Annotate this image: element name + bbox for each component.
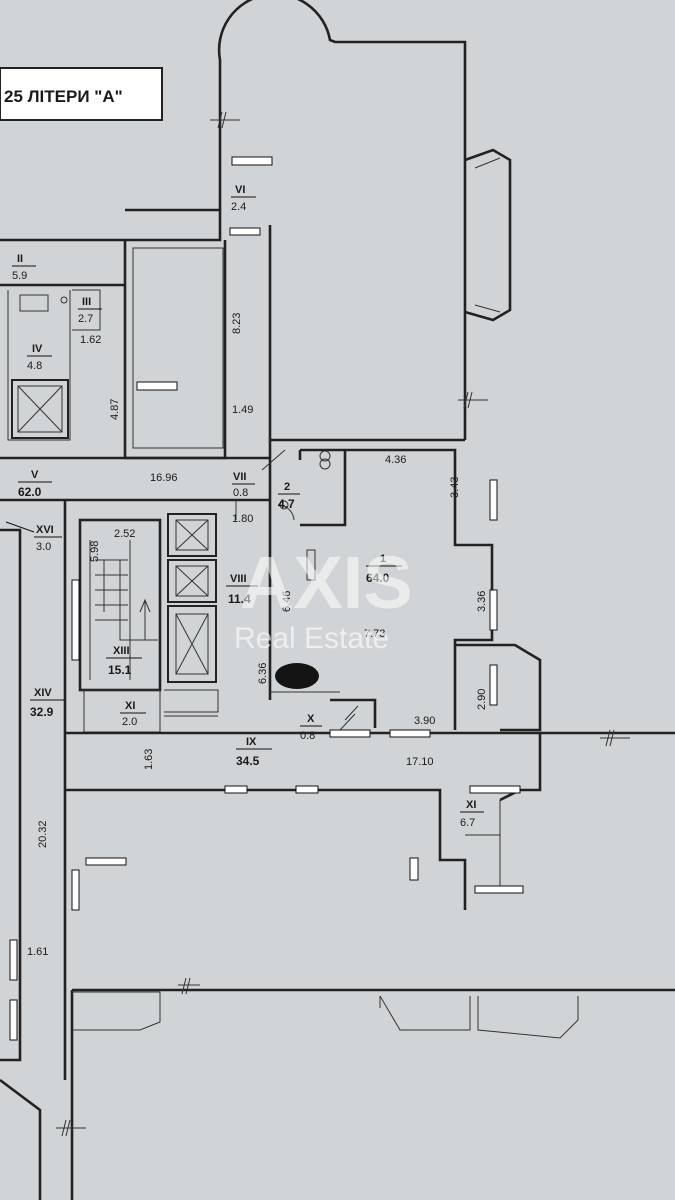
svg-text:VII: VII [233, 471, 246, 483]
title-box: 25 ЛІТЕРИ "А" [0, 67, 163, 121]
svg-text:V: V [31, 469, 39, 481]
svg-text:2.7: 2.7 [78, 313, 93, 325]
room-label-v: V 62.0 [18, 469, 52, 499]
svg-text:3.0: 3.0 [36, 541, 51, 553]
svg-text:XIV: XIV [34, 687, 52, 699]
dim-20-32: 20.32 [37, 820, 49, 848]
dim-4-36: 4.36 [385, 454, 406, 466]
svg-text:XI: XI [466, 799, 476, 811]
room-label-xiii: XIII 15.1 [106, 645, 142, 677]
svg-text:0.8: 0.8 [233, 487, 248, 499]
room-label-vi: VI 2.4 [231, 184, 256, 213]
svg-text:0.8: 0.8 [300, 730, 315, 742]
room-label-ix: IX 34.5 [236, 736, 272, 768]
svg-text:4.7: 4.7 [278, 497, 295, 511]
svg-text:2.4: 2.4 [231, 201, 246, 213]
room-label-xvi: XVI 3.0 [5, 521, 62, 553]
svg-text:62.0: 62.0 [18, 485, 42, 499]
room-label-iv: IV 4.8 [27, 343, 52, 372]
svg-text:XIII: XIII [113, 645, 130, 657]
watermark-brand: AXIS [240, 541, 413, 624]
left-upper-walls [0, 208, 270, 460]
watermark: AXIS Real Estate [234, 541, 413, 655]
elevator-shaft-1 [11, 379, 69, 439]
dim-1-80: 1.80 [232, 513, 253, 525]
room-label-vii: VII 0.8 [232, 471, 255, 499]
svg-text:34.5: 34.5 [236, 754, 260, 768]
dim-5-98: 5.98 [89, 541, 101, 562]
svg-text:XI: XI [125, 700, 135, 712]
dim-1-63: 1.63 [143, 749, 155, 770]
svg-text:4.8: 4.8 [27, 360, 42, 372]
break-marks [56, 111, 630, 1137]
watermark-subtitle: Real Estate [234, 622, 389, 655]
svg-text:XVI: XVI [36, 524, 54, 536]
svg-text:II: II [17, 253, 23, 265]
dim-2-52: 2.52 [114, 528, 135, 540]
svg-text:15.1: 15.1 [108, 663, 132, 677]
svg-text:X: X [307, 713, 315, 725]
windows [9, 156, 524, 1041]
dim-3-36: 3.36 [476, 591, 488, 612]
svg-text:2: 2 [284, 481, 290, 493]
room-label-viii: VIII 11.4 [226, 573, 258, 606]
room-labels: VI 2.4 II 5.9 III 2.7 IV 4.8 V 62.0 VII … [5, 184, 484, 829]
svg-text:VI: VI [235, 184, 245, 196]
svg-text:2.0: 2.0 [122, 716, 137, 728]
dim-1-49: 1.49 [232, 404, 253, 416]
svg-text:IV: IV [32, 343, 43, 355]
room-label-iii: III 2.7 [78, 296, 102, 325]
dim-6-46: 6.46 [281, 591, 293, 612]
room-label-x: X 0.8 [300, 713, 322, 742]
room-label-xi-large: XI 6.7 [460, 799, 484, 829]
dim-3-43: 3.43 [449, 477, 461, 498]
svg-text:IX: IX [246, 736, 257, 748]
room-label-xiv: XIV 32.9 [30, 687, 64, 719]
upper-block-walls [217, 0, 512, 442]
dim-7-73: 7.73 [364, 628, 385, 640]
room-label-2: 2 4.7 [278, 481, 300, 511]
svg-text:6.7: 6.7 [460, 817, 475, 829]
plan-title: 25 ЛІТЕРИ "А" [4, 87, 123, 106]
room-label-ii: II 5.9 [12, 253, 36, 282]
dim-4-87: 4.87 [109, 399, 121, 420]
unit-1-walls [268, 440, 542, 732]
dim-17-10: 17.10 [406, 756, 434, 768]
dim-3-90: 3.90 [414, 715, 435, 727]
svg-text:III: III [82, 296, 91, 308]
svg-text:5.9: 5.9 [12, 270, 27, 282]
redaction-blot [275, 663, 319, 689]
svg-text:11.4: 11.4 [228, 592, 251, 606]
room-label-xi-small: XI 2.0 [120, 700, 146, 728]
dim-1-62: 1.62 [80, 334, 101, 346]
room-label-1: 1 64.0 [366, 553, 402, 585]
dim-1-61: 1.61 [27, 946, 48, 958]
dim-2-90: 2.90 [476, 689, 488, 710]
dimension-labels: 4.36 3.43 3.36 2.90 3.90 17.10 7.73 6.46… [27, 313, 488, 958]
svg-text:1: 1 [380, 553, 386, 565]
elevator-shafts-2 [164, 513, 219, 717]
svg-text:64.0: 64.0 [366, 571, 390, 585]
dim-6-36: 6.36 [257, 663, 269, 684]
fixtures [19, 294, 359, 731]
dim-16-96: 16.96 [150, 472, 178, 484]
svg-text:VIII: VIII [230, 573, 247, 585]
dim-8-23: 8.23 [231, 313, 243, 334]
svg-text:32.9: 32.9 [30, 705, 54, 719]
